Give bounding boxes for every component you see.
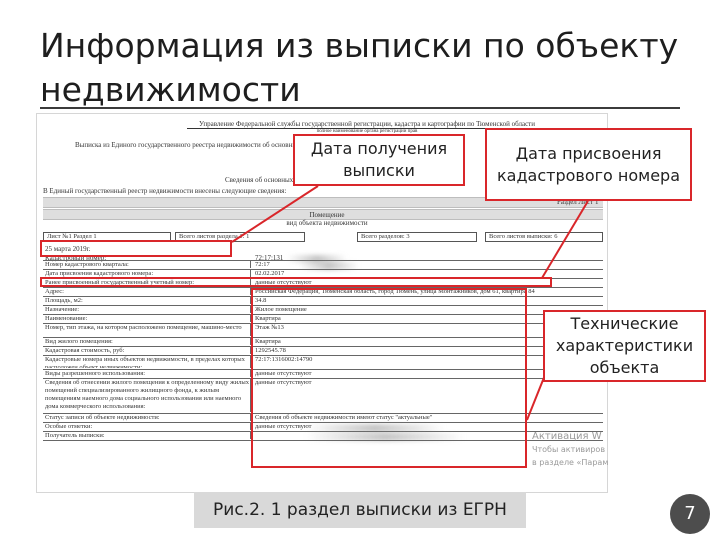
doc-cadastral-value: 72:17:131	[255, 254, 284, 262]
row-label: Особые отметки:	[43, 423, 251, 430]
doc-object-kind: вид объекта недвижимости	[286, 219, 368, 227]
doc-sheet-cell: Всего листов выписки: 6	[485, 232, 603, 242]
row-label: Ранее присвоенный государственный учетны…	[43, 279, 251, 286]
row-value: 1292545.78	[255, 347, 286, 354]
doc-egrn-statement: В Единый государственный реестр недвижим…	[43, 187, 287, 195]
doc-agency-underline	[187, 128, 547, 129]
row-value: Квартира	[255, 315, 281, 322]
doc-cadastral-label: Кадастровый номер:	[45, 254, 107, 262]
table-row: Сведения об отнесении жилого помещения к…	[43, 378, 603, 412]
figure-caption: Рис.2. 1 раздел выписки из ЕГРН	[194, 492, 526, 528]
row-label: Площадь, м2:	[43, 297, 251, 304]
row-label: Кадастровые номера иных объектов недвижи…	[43, 356, 251, 368]
table-row: Дата присвоения кадастрового номера: 02.0…	[43, 269, 603, 277]
row-value: Этаж №13	[255, 324, 284, 331]
table-row: Адрес: Российская Федерация, Тюменская об…	[43, 287, 603, 295]
table-row: Наименование: Квартира	[43, 314, 603, 322]
doc-object-type: Помещение	[309, 211, 345, 219]
row-label: Дата присвоения кадастрового номера:	[43, 270, 251, 277]
row-label: Назначение:	[43, 306, 251, 313]
windows-activation-watermark: Активация W Чтобы активиров в разделе «П…	[532, 430, 612, 469]
table-row: Площадь, м2: 34.8	[43, 296, 603, 304]
title-divider	[40, 107, 680, 109]
row-value: Квартира	[255, 338, 281, 345]
table-row: Назначение: Жилое помещение	[43, 305, 603, 313]
table-row: Виды разрешенного использования: данные о…	[43, 369, 603, 377]
highlight-characteristics	[251, 288, 527, 468]
doc-agency: Управление Федеральной службы государств…	[199, 120, 535, 128]
table-row: Номер, тип этажа, на котором расположено…	[43, 323, 603, 336]
row-value: данные отсутствуют	[255, 379, 312, 386]
row-label: Кадастровая стоимость, руб:	[43, 347, 251, 354]
watermark-line: в разделе «Парам	[532, 458, 609, 467]
doc-grey-bar-2	[43, 209, 603, 220]
doc-basic-info: Сведения об основных	[225, 176, 294, 184]
page-number-badge: 7	[670, 494, 710, 534]
doc-sheet-cell: Всего разделов: 3	[357, 232, 477, 242]
row-value: Российская Федерация, Тюменская область,…	[255, 288, 535, 295]
callout-receipt-date: Дата получения выписки	[293, 134, 465, 186]
redaction-blur	[299, 262, 359, 270]
row-value: 72:17	[255, 261, 270, 268]
row-label: Получатель выписки:	[43, 432, 251, 439]
row-label: Статус записи об объекте недвижимости:	[43, 414, 251, 421]
redaction-blur	[287, 255, 347, 263]
table-row: Кадастровые номера иных объектов недвижи…	[43, 355, 603, 368]
table-bottom-border	[43, 440, 603, 441]
highlight-assignment-date	[40, 277, 552, 287]
redaction-blur	[305, 424, 445, 432]
row-label: Номер, тип этажа, на котором расположено…	[43, 324, 251, 336]
table-row: Особые отметки: данные отсутствуют	[43, 422, 603, 432]
row-value: 34.8	[255, 297, 267, 304]
table-row: Кадастровая стоимость, руб: 1292545.78	[43, 346, 603, 354]
doc-agency-note: полное наименование органа регистрации п…	[316, 129, 418, 134]
table-row: Вид жилого помещения: Квартира	[43, 337, 603, 345]
row-label: Адрес:	[43, 288, 251, 295]
row-value: данные отсутствуют	[255, 279, 312, 286]
table-row: Получатель выписки:	[43, 431, 603, 441]
row-value: 72:17:1316002:14790	[255, 356, 313, 363]
watermark-line: Чтобы активиров	[532, 445, 606, 454]
doc-grey-bar-1	[43, 197, 603, 208]
callout-characteristics: Технические характеристики объекта	[543, 310, 706, 382]
doc-extract-date: 25 марта 2019г.	[45, 245, 91, 253]
row-label: Виды разрешенного использования:	[43, 370, 251, 377]
redaction-blur	[305, 433, 465, 441]
slide-title: Информация из выписки по объекту недвижи…	[40, 26, 679, 109]
doc-extract-heading: Выписка из Единого государственного реес…	[75, 141, 352, 149]
callout-assignment-date: Дата присвоения кадастрового номера	[485, 128, 692, 201]
row-label: Сведения об отнесении жилого помещения к…	[43, 379, 251, 412]
row-value: 02.02.2017	[255, 270, 285, 277]
table-row: Статус записи об объекте недвижимости: Св…	[43, 413, 603, 421]
table-row: Номер кадастрового квартала: 72:17	[43, 260, 603, 270]
row-value: данные отсутствуют	[255, 370, 312, 377]
row-value: Жилое помещение	[255, 306, 307, 313]
row-label: Наименование:	[43, 315, 251, 322]
row-value: данные отсутствуют	[255, 423, 312, 430]
highlight-extract-date	[40, 240, 232, 257]
row-label: Вид жилого помещения:	[43, 338, 251, 345]
row-label: Номер кадастрового квартала:	[43, 261, 251, 268]
watermark-line: Активация W	[532, 431, 602, 442]
row-value: Сведения об объекте недвижимости имеют с…	[255, 414, 433, 421]
